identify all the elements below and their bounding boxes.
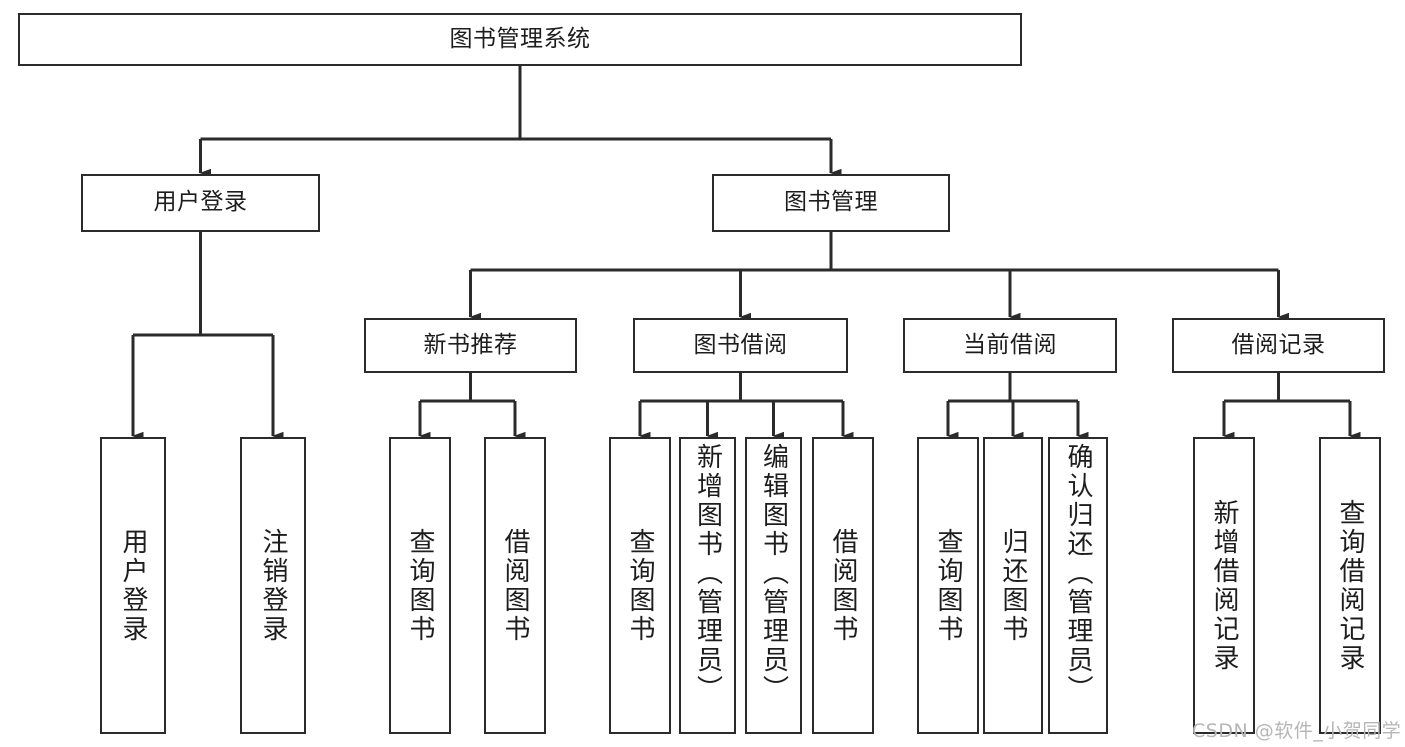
node-leaf-br-query[interactable]: 查询借阅记录 <box>1319 437 1381 734</box>
node-label-leaf-rec-query: 查询图书 <box>405 527 435 644</box>
node-label-leaf-bb-add: 新增图书（管理员） <box>692 443 723 704</box>
node-label-leaf-user-logout: 注销登录 <box>258 527 288 644</box>
node-label-book-manage: 图书管理 <box>784 189 878 216</box>
node-leaf-bb-query[interactable]: 查询图书 <box>609 437 671 734</box>
node-label-leaf-cb-confirm: 确认归还（管理员） <box>1063 443 1093 704</box>
node-label-leaf-bb-borrow: 借阅图书 <box>828 527 858 644</box>
node-leaf-rec-query[interactable]: 查询图书 <box>389 437 451 734</box>
csdn-watermark: CSDN @软件_小贺同学 <box>1192 720 1402 742</box>
node-borrow-record[interactable]: 借阅记录 <box>1172 318 1385 373</box>
node-book-manage[interactable]: 图书管理 <box>712 174 950 232</box>
node-label-leaf-cb-return: 归还图书 <box>998 527 1028 644</box>
node-leaf-user-logout[interactable]: 注销登录 <box>240 437 306 734</box>
node-label-user-login: 用户登录 <box>153 189 248 216</box>
node-label-borrow-record: 借阅记录 <box>1231 331 1326 358</box>
node-leaf-cb-confirm[interactable]: 确认归还（管理员） <box>1048 437 1108 734</box>
node-leaf-bb-borrow[interactable]: 借阅图书 <box>812 437 874 734</box>
node-leaf-cb-return[interactable]: 归还图书 <box>983 437 1043 734</box>
node-label-root: 图书管理系统 <box>449 25 591 52</box>
node-label-leaf-user-login: 用户登录 <box>118 527 148 644</box>
node-leaf-bb-add[interactable]: 新增图书（管理员） <box>679 437 736 734</box>
node-user-login[interactable]: 用户登录 <box>81 174 320 232</box>
node-leaf-user-login[interactable]: 用户登录 <box>100 437 166 734</box>
node-book-borrow[interactable]: 图书借阅 <box>633 318 848 373</box>
node-leaf-br-add[interactable]: 新增借阅记录 <box>1193 437 1255 734</box>
node-leaf-bb-edit[interactable]: 编辑图书（管理员） <box>745 437 802 734</box>
node-new-book-rec[interactable]: 新书推荐 <box>364 318 577 373</box>
node-label-leaf-br-add: 新增借阅记录 <box>1209 498 1239 673</box>
node-label-current-borrow: 当前借阅 <box>963 331 1057 358</box>
node-label-leaf-bb-query: 查询图书 <box>625 527 655 644</box>
node-label-leaf-rec-borrow: 借阅图书 <box>500 527 530 644</box>
node-label-leaf-bb-edit: 编辑图书（管理员） <box>758 443 789 704</box>
node-label-new-book-rec: 新书推荐 <box>423 331 518 358</box>
node-leaf-cb-query[interactable]: 查询图书 <box>917 437 979 734</box>
node-root[interactable]: 图书管理系统 <box>18 13 1022 66</box>
node-label-leaf-cb-query: 查询图书 <box>933 527 963 644</box>
node-label-book-borrow: 图书借阅 <box>693 331 788 358</box>
node-label-leaf-br-query: 查询借阅记录 <box>1335 498 1365 673</box>
node-current-borrow[interactable]: 当前借阅 <box>903 318 1117 373</box>
node-leaf-rec-borrow[interactable]: 借阅图书 <box>484 437 546 734</box>
